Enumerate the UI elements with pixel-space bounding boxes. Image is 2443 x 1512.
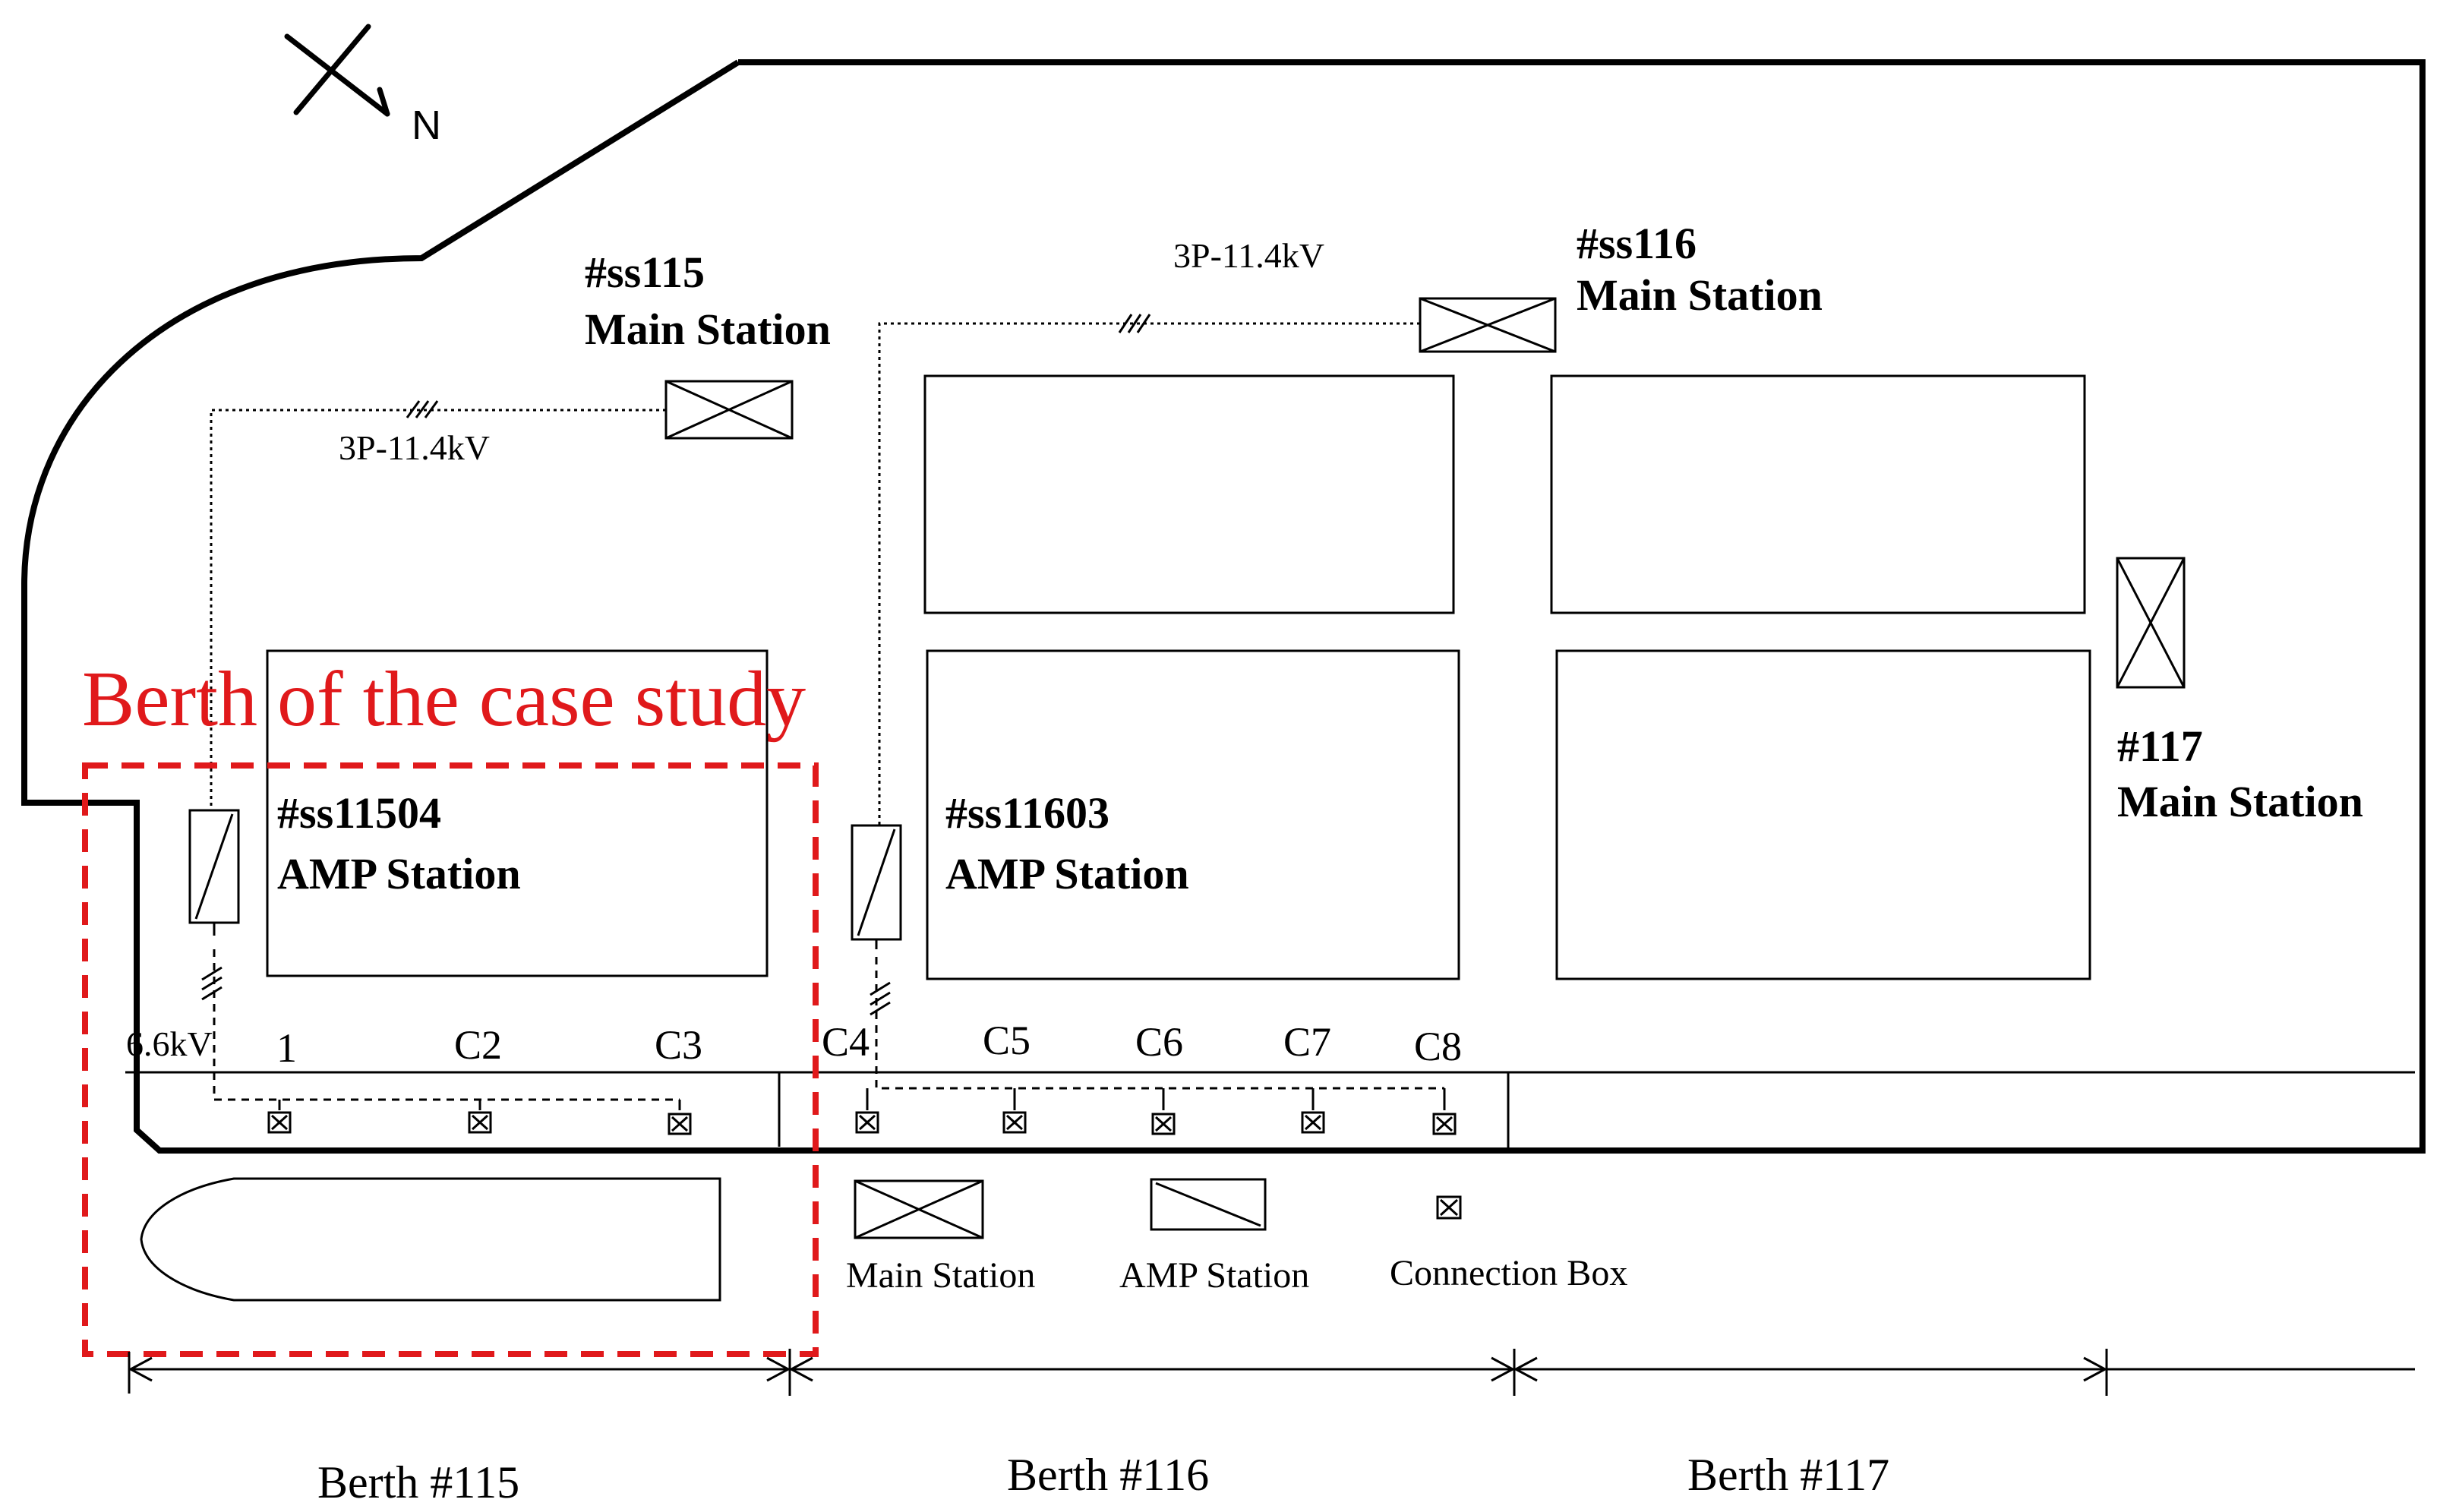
legend-amp-station-label: AMP Station	[1119, 1255, 1309, 1296]
connection-box-label: C4	[822, 1019, 870, 1065]
case-study-boundary	[82, 762, 819, 1357]
connection-box-icon	[468, 1111, 492, 1134]
ss117-type-label: Main Station	[2117, 777, 2363, 826]
warehouse-blocks	[266, 374, 2091, 980]
quay-lines	[125, 1071, 2415, 1148]
feeder-cables	[210, 322, 1420, 825]
ss11603-id-label: #ss11603	[945, 788, 1109, 838]
connection-box-icon	[1151, 1113, 1176, 1135]
amp-115-voltage-label: 6.6kV	[126, 1024, 213, 1063]
berth-117-label: Berth #117	[1687, 1450, 1889, 1500]
berth-dimension-line	[128, 1349, 2415, 1396]
connection-box-icon	[267, 1111, 292, 1134]
connection-box-label: C7	[1283, 1019, 1331, 1065]
connection-box-label: C5	[983, 1018, 1031, 1063]
warehouse-116-north	[923, 374, 1455, 614]
compass-arrow-icon	[284, 24, 390, 117]
connection-box-label: 1	[276, 1025, 297, 1071]
connection-box-label: C2	[454, 1022, 502, 1068]
berth-116-label: Berth #116	[1007, 1450, 1209, 1500]
warehouse-117-south	[1555, 649, 2091, 980]
ss115-id-label: #ss115	[585, 248, 705, 297]
ss117-id-label: #117	[2117, 721, 2203, 771]
connection-box-icon	[855, 1111, 879, 1134]
berth-115-label: Berth #115	[317, 1457, 519, 1507]
connection-box-icon	[668, 1113, 692, 1135]
connection-box-label: C3	[655, 1022, 702, 1068]
legend-connection-box-label: Connection Box	[1390, 1253, 1627, 1293]
compass-label: N	[412, 103, 441, 148]
amp-distribution-cables	[213, 923, 1446, 1110]
ship-icon	[140, 1177, 721, 1302]
warehouse-115	[266, 649, 769, 977]
main-station-ss115-symbol	[664, 380, 794, 440]
case-study-label: Berth of the case study	[82, 655, 806, 743]
legend-main-station-icon	[854, 1179, 984, 1239]
amp-station-ss11603-symbol	[851, 824, 902, 941]
ss115-type-label: Main Station	[585, 305, 831, 354]
connection-box-icon	[1002, 1111, 1027, 1134]
ss116-id-label: #ss116	[1577, 219, 1697, 268]
warehouse-116-south	[926, 649, 1460, 980]
ss11504-type-label: AMP Station	[277, 849, 521, 898]
connection-box-label: C6	[1135, 1019, 1183, 1065]
main-station-ss117-symbol	[2116, 557, 2186, 689]
connection-box-icon	[1432, 1113, 1457, 1135]
feeder-116-voltage-label: 3P-11.4kV	[1173, 236, 1324, 275]
ss11504-id-label: #ss11504	[277, 788, 441, 838]
legend-main-station-label: Main Station	[846, 1255, 1035, 1296]
legend-amp-station-icon	[1150, 1178, 1267, 1231]
connection-box-icon	[1301, 1111, 1325, 1134]
port-outline	[21, 59, 2426, 1154]
connection-boxes	[267, 1111, 1457, 1135]
ss116-type-label: Main Station	[1577, 270, 1823, 320]
amp-station-ss11504-symbol	[188, 809, 240, 924]
cable-tick-marks	[201, 314, 1151, 1016]
main-station-ss116-symbol	[1419, 297, 1557, 353]
ss11603-type-label: AMP Station	[945, 849, 1189, 898]
warehouse-117-north	[1550, 374, 2086, 614]
legend-connection-box-icon	[1436, 1195, 1462, 1220]
connection-box-label: C8	[1414, 1024, 1462, 1069]
feeder-115-voltage-label: 3P-11.4kV	[339, 428, 490, 467]
